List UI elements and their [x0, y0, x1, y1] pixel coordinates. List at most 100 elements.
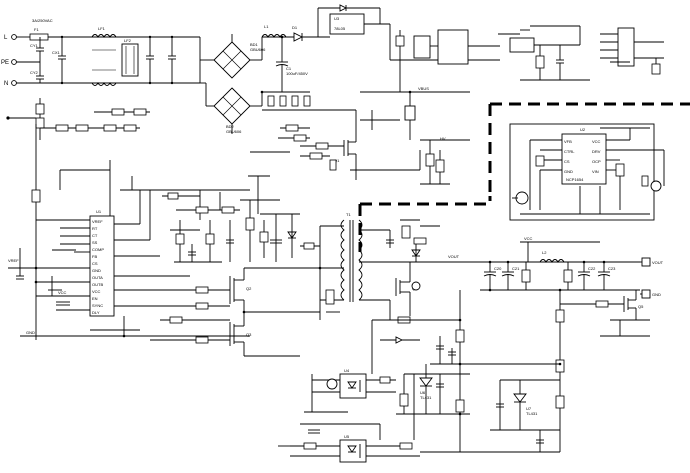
output-pos-label: VOUT	[652, 260, 664, 265]
signal-connector	[617, 27, 635, 67]
junction-dots	[34, 35, 606, 416]
opto2-ref: U5	[344, 434, 350, 439]
fuse	[29, 33, 49, 41]
output-neg-label: GND	[652, 292, 661, 297]
fuse-value: 3A/250VAC	[32, 18, 53, 23]
input-section: L PE N F1 3A/250VAC CX1 CY1	[1, 18, 200, 140]
net-vout: VOUT	[448, 254, 460, 259]
aux-ic-part: NCP1654	[566, 177, 584, 182]
pwm-pin-13: SYNC	[92, 303, 103, 308]
bulk-cap-ref: C1	[286, 66, 292, 71]
aux-ic-ref: U2	[580, 127, 586, 132]
sync-rectifier: Q4	[380, 219, 440, 344]
pwm-pin-4: SS	[92, 240, 98, 245]
bridge2-ref: BD2	[226, 124, 235, 129]
output-fet: Q5	[623, 290, 644, 320]
aux-pin-r4: VIN	[592, 169, 599, 174]
opto1-ref: U4	[344, 368, 350, 373]
main-fet-a-ref: Q2	[246, 286, 252, 291]
tl431-b-ref: U7	[526, 406, 532, 411]
output-cap-2: C21	[501, 262, 520, 290]
input-terminal-n	[11, 80, 17, 86]
pfc-diode: D1	[292, 25, 304, 42]
aux-pin-r3: OCP	[592, 159, 601, 164]
bridge1-ref: BD1	[250, 42, 259, 47]
out-cap4-ref: C23	[608, 266, 616, 271]
label-pe: PE	[1, 60, 9, 66]
aux-regulator: U3 78L05	[317, 4, 664, 92]
aux-controller: U2 NCP1654 VFB CTRL CS GND VCC DRV OCP V…	[509, 123, 665, 221]
pwm-pin-14: DLY	[92, 310, 100, 315]
output-cap-1: C20	[483, 262, 502, 290]
aux-ic-body	[561, 133, 607, 185]
regulator-part: 78L05	[334, 26, 346, 31]
cy2-capacitor: CY2	[30, 70, 44, 83]
pwm-pin-6: FB	[92, 254, 97, 259]
pwm-pin-10: OUTB	[92, 282, 103, 287]
bridge2-part: GBU606	[226, 129, 242, 134]
main-fet-a: Q2	[229, 268, 252, 312]
pwm-pin-1: VREF	[92, 219, 103, 224]
net-vbus: VBUS	[418, 86, 429, 91]
output-cap-3: C22	[577, 262, 596, 290]
pwm-pin-12: EN	[92, 296, 98, 301]
optocoupler-1: U4	[339, 368, 367, 399]
tl431-a-ref: U6	[420, 390, 426, 395]
pwm-pin-5: COMP	[92, 247, 104, 252]
cy2-ref: CY2	[30, 70, 39, 75]
output-cap-4: C23	[597, 262, 616, 290]
main-fet-b: Q3	[229, 312, 252, 356]
tl431-b-part: TL431	[526, 411, 538, 416]
bridge-rectifier-1: BD1 GBU606	[213, 41, 266, 79]
main-fet-b-ref: Q3	[246, 332, 252, 337]
bridge-rectifier-2: BD2 GBU606	[213, 87, 251, 134]
lf2-ref: LF2	[124, 38, 132, 43]
out-cap2-ref: C21	[512, 266, 520, 271]
tl431-a-part: TL431	[420, 395, 432, 400]
lf2-common-mode-choke: LF2	[121, 38, 139, 77]
cy1-capacitor: CY1	[30, 37, 44, 62]
net-vcc: VCC	[58, 290, 67, 295]
aux-pin-l4: GND	[564, 169, 573, 174]
cx1-ref: CX1	[52, 50, 61, 55]
output-choke-ref: L2	[542, 250, 547, 255]
out-cap1-ref: C20	[494, 266, 502, 271]
out-cap3-ref: C22	[588, 266, 596, 271]
output-terminal-negative	[641, 289, 651, 299]
aux-pin-r2: DRV	[592, 149, 601, 154]
aux-pin-l1: VFB	[564, 139, 572, 144]
input-terminal-pe	[11, 59, 17, 65]
pwm-ic-body	[89, 215, 115, 317]
bulk-cap-value: 100uF/450V	[286, 71, 308, 76]
misc-signals	[6, 116, 421, 216]
output-filter: VOUT L2 C20 C21 C22	[410, 236, 664, 337]
net-gnd-left: GND	[26, 330, 35, 335]
cx1-capacitor: CX1	[52, 37, 66, 83]
tl431-a: U6 TL431	[419, 364, 433, 414]
pfc-mosfet: Q1	[334, 120, 357, 170]
net-hv: HV	[440, 136, 446, 141]
pwm-pin-9: OUTA	[92, 275, 103, 280]
output-choke: L2	[539, 250, 565, 263]
pwm-pin-8: GND	[92, 268, 101, 273]
net-vref: VREF	[8, 258, 19, 263]
regulator-ref: U3	[334, 16, 340, 21]
input-terminal-l	[11, 34, 17, 40]
feedback-section: U6 TL431 U4 U5	[278, 290, 565, 463]
output-terminal-positive	[641, 257, 651, 267]
bulk-capacitor: C1 100uF/450V	[275, 37, 308, 92]
lf1-common-mode-choke: LF1	[91, 26, 117, 86]
pfc-choke: L1	[261, 24, 287, 38]
pwm-pin-3: CT	[92, 233, 98, 238]
pwm-controller: U1 VREF RT CT SS COMP FB CS GND OUTA OUT…	[8, 124, 250, 340]
tl431-b: U7 TL431	[513, 380, 538, 430]
lf1-ref: LF1	[98, 26, 106, 31]
net-vcc-right: VCC	[524, 236, 533, 241]
aux-pin-l3: CS	[564, 159, 570, 164]
aux-pin-r1: VCC	[592, 139, 601, 144]
transformer-ref: T1	[346, 212, 351, 217]
pwm-pin-11: VCC	[92, 289, 101, 294]
cy1-ref: CY1	[30, 43, 39, 48]
optocoupler-2: U5	[339, 434, 367, 463]
